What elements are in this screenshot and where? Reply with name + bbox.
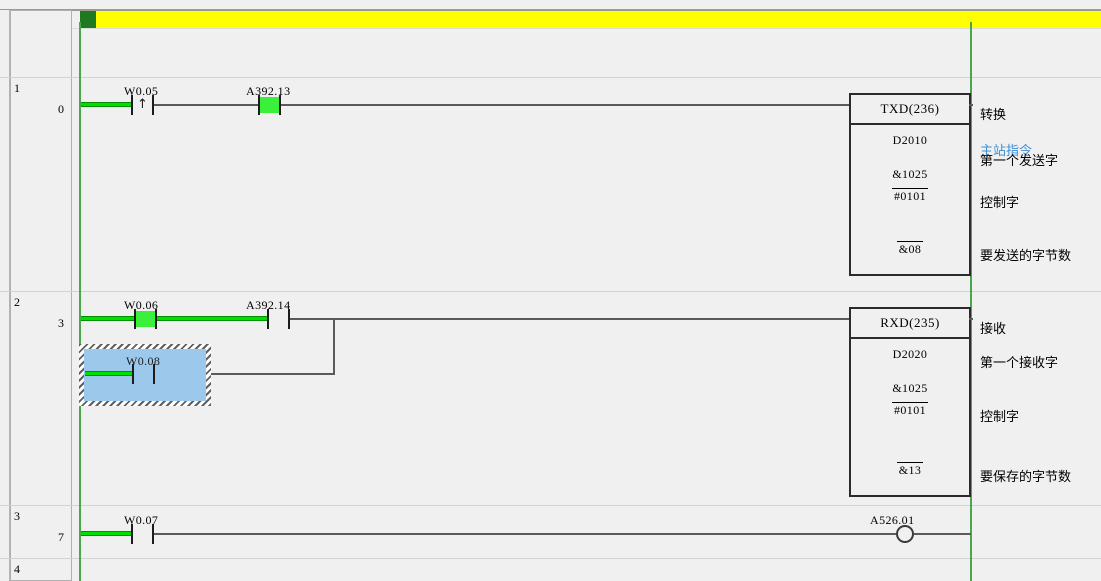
rung-number: 1 bbox=[14, 81, 20, 95]
instruction-param: D2010 bbox=[892, 133, 928, 147]
instruction-param: #0101 bbox=[892, 188, 928, 203]
contact-w0-07[interactable] bbox=[131, 524, 154, 544]
rung-number: 2 bbox=[14, 295, 20, 309]
instruction-annotation: 第一个发送字 bbox=[980, 154, 1059, 169]
rising-edge-icon: ↑ bbox=[137, 97, 148, 112]
selection-box-w0-08[interactable] bbox=[79, 344, 211, 406]
coil-label: A526.01 bbox=[870, 513, 915, 527]
step-number: 0 bbox=[58, 102, 64, 116]
contact-bar-left bbox=[131, 524, 133, 544]
branch-connector-vertical bbox=[333, 318, 335, 375]
contact-energized-fill bbox=[260, 97, 279, 113]
contact-bar-left bbox=[258, 95, 260, 115]
instruction-block-header: TXD(236) bbox=[851, 95, 969, 125]
rung-number: 3 bbox=[14, 509, 20, 523]
rung-wire bbox=[154, 104, 258, 106]
instruction-param: #0101 bbox=[892, 402, 928, 417]
instruction-param: &1025 bbox=[892, 167, 928, 181]
contact-bar-left bbox=[134, 309, 136, 329]
instruction-param: &13 bbox=[896, 462, 924, 477]
instruction-annotation: 第一个接收字 bbox=[980, 356, 1059, 371]
instruction-block-rxd[interactable]: RXD(235) D2020 &1025 #0101 &13 bbox=[849, 307, 971, 497]
block-rail-connector bbox=[969, 104, 973, 106]
instruction-annotation: 控制字 bbox=[980, 410, 1020, 425]
contact-label: A392.13 bbox=[246, 84, 291, 98]
contact-label: W0.05 bbox=[124, 84, 159, 98]
instruction-name: TXD(236) bbox=[880, 101, 940, 116]
instruction-annotation-highlight: 主站指令 bbox=[980, 144, 1033, 159]
rung-highlight-bar[interactable] bbox=[80, 11, 1101, 28]
rung-wire bbox=[290, 318, 850, 320]
instruction-annotation: 控制字 bbox=[980, 196, 1020, 211]
contact-a392-13[interactable] bbox=[258, 95, 281, 115]
contact-bar-right bbox=[152, 524, 154, 544]
block-rail-connector bbox=[969, 318, 973, 320]
contact-bar-right bbox=[152, 95, 154, 115]
step-number: 3 bbox=[58, 316, 64, 330]
instruction-annotation: 接收 bbox=[980, 322, 1007, 337]
contact-label: W0.08 bbox=[126, 354, 161, 368]
header-divider bbox=[0, 9, 1101, 11]
instruction-annotation: 要发送的字节数 bbox=[980, 249, 1072, 264]
contact-bar-left bbox=[132, 364, 134, 384]
cursor-position-marker bbox=[80, 11, 96, 28]
contact-bar-right bbox=[288, 309, 290, 329]
instruction-block-header: RXD(235) bbox=[851, 309, 969, 339]
step-number: 7 bbox=[58, 530, 64, 544]
rung-wire bbox=[914, 533, 971, 535]
instruction-block-txd[interactable]: TXD(236) D2010 &1025 #0101 &08 bbox=[849, 93, 971, 276]
contact-w0-08[interactable] bbox=[132, 364, 155, 384]
instruction-annotation: 转换 bbox=[980, 108, 1007, 123]
instruction-param: &08 bbox=[896, 241, 924, 256]
rung-separator bbox=[0, 558, 1101, 559]
rung-wire bbox=[154, 533, 896, 535]
rung-wire bbox=[281, 104, 849, 106]
instruction-name: RXD(235) bbox=[880, 315, 940, 330]
power-flow-segment bbox=[81, 316, 134, 321]
instruction-param: &1025 bbox=[892, 381, 928, 395]
power-flow-segment bbox=[81, 102, 131, 107]
rung-number: 4 bbox=[14, 562, 20, 576]
rung-separator bbox=[0, 505, 1101, 506]
header-bottom-divider bbox=[0, 28, 1101, 29]
branch-wire bbox=[209, 373, 335, 375]
contact-w0-05[interactable]: ↑ bbox=[131, 95, 154, 115]
contact-bar-left bbox=[267, 309, 269, 329]
output-coil-a526-01[interactable] bbox=[896, 525, 914, 543]
contact-bar-left bbox=[131, 95, 133, 115]
right-power-rail bbox=[970, 22, 972, 581]
instruction-param: D2020 bbox=[892, 347, 928, 361]
contact-bar-right bbox=[153, 364, 155, 384]
contact-label: W0.07 bbox=[124, 513, 159, 527]
contact-w0-06[interactable] bbox=[134, 309, 157, 329]
contact-a392-14[interactable] bbox=[267, 309, 290, 329]
rung-separator bbox=[0, 291, 1101, 292]
gutter-number-column bbox=[10, 10, 72, 581]
contact-label: A392.14 bbox=[246, 298, 291, 312]
rung-separator bbox=[0, 77, 1101, 78]
contact-bar-right bbox=[155, 309, 157, 329]
contact-bar-right bbox=[279, 95, 281, 115]
power-flow-segment bbox=[157, 316, 267, 321]
gutter-outer-column bbox=[0, 10, 10, 581]
contact-label: W0.06 bbox=[124, 298, 159, 312]
left-power-rail bbox=[79, 22, 81, 581]
power-flow-segment bbox=[85, 371, 132, 376]
instruction-annotation: 要保存的字节数 bbox=[980, 470, 1072, 485]
power-flow-segment bbox=[81, 531, 131, 536]
contact-energized-fill bbox=[136, 311, 155, 327]
